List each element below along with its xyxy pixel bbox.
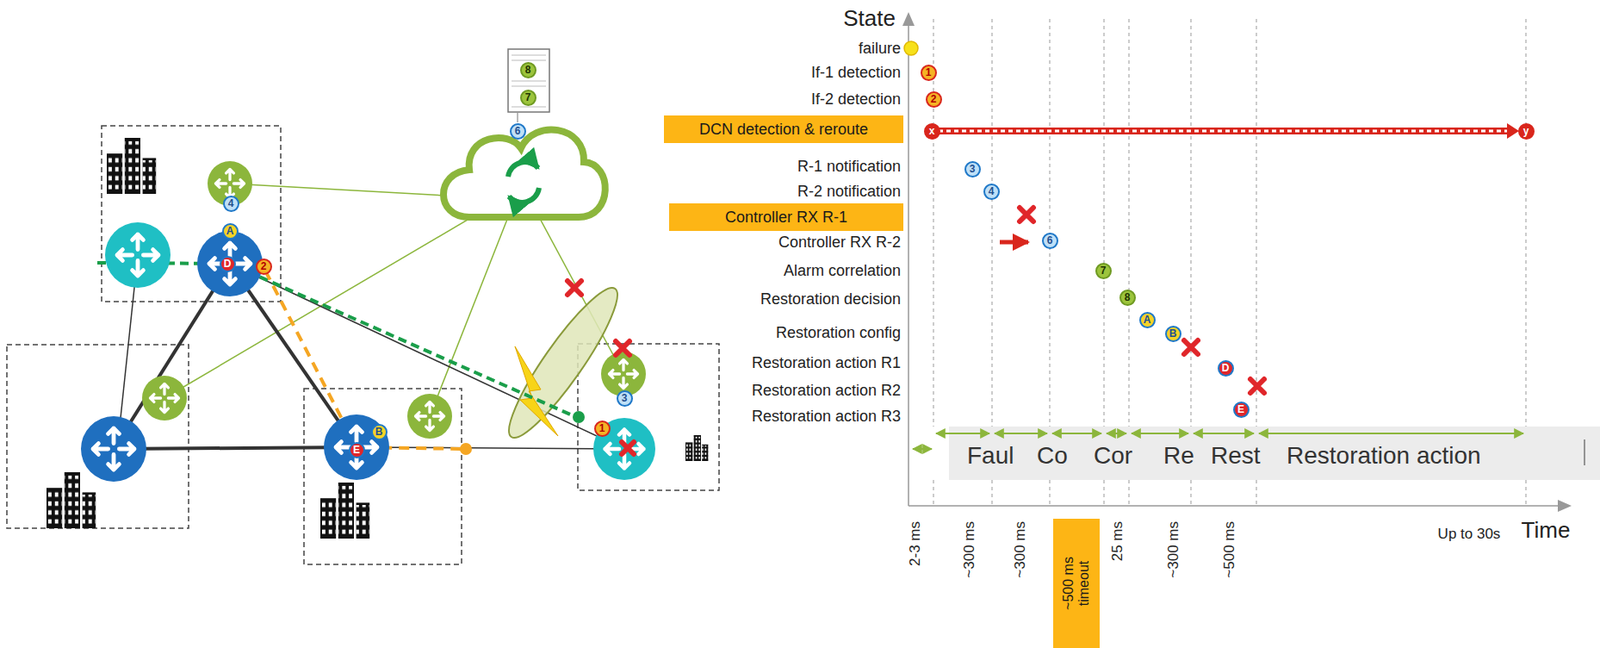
callout-text: 2	[930, 93, 937, 106]
state-label: Restoration config	[775, 323, 901, 342]
callout-number: 4	[983, 183, 1000, 200]
callout-text: 8	[525, 63, 532, 76]
highlight-box: DCN detection & reroute	[663, 115, 904, 143]
callout-number: B	[371, 423, 388, 441]
axis-label: Up to 30s	[1438, 525, 1501, 543]
callout-text: E	[1237, 403, 1245, 416]
callout-text: 6	[1047, 234, 1054, 247]
callout-text: 4	[988, 185, 995, 198]
duration-label: 25 ms	[1109, 520, 1127, 561]
callout-number: 2	[925, 91, 943, 108]
callout-number: 3	[964, 161, 981, 178]
duration-label: 2-3 ms	[906, 520, 925, 566]
callout-number: A	[1139, 311, 1156, 329]
callout-number: D	[1217, 359, 1235, 377]
node-text: Rest	[1210, 442, 1261, 470]
callout-number: 6	[509, 123, 527, 140]
callout-number: 3	[616, 390, 633, 407]
node-text: DCN detection & reroute	[699, 120, 869, 139]
callout-number: 7	[520, 89, 537, 106]
state-label: Restoration action R1	[751, 353, 901, 373]
callout-text: E	[353, 443, 360, 456]
callout-text: B	[375, 425, 384, 438]
state-label: State	[843, 6, 896, 32]
callout-text: A	[1143, 313, 1152, 326]
duration-label: ~300 ms	[961, 520, 979, 578]
callout-text: 8	[1124, 291, 1131, 304]
callout-number: D	[219, 255, 236, 273]
callout-text: 3	[969, 162, 976, 175]
callout-text: 7	[525, 91, 532, 104]
callout-number: x	[924, 123, 941, 140]
callout-number: E	[1233, 401, 1250, 418]
callout-number: A	[222, 223, 239, 240]
state-label: If-2 detection	[811, 90, 901, 109]
callout-text: y	[1523, 124, 1530, 137]
phase-band: Faul Co Cor Re Rest Restoration action	[948, 426, 1600, 480]
callout-text: 7	[1100, 264, 1107, 277]
state-label: If-1 detection	[811, 63, 901, 82]
callout-number: 6	[1041, 232, 1059, 249]
callout-text: B	[1169, 327, 1178, 340]
callout-number: B	[1165, 325, 1182, 342]
node-text: ~500 ms timeout	[1060, 539, 1093, 627]
callout-text: D	[1221, 361, 1230, 374]
state-label: R-1 notification	[797, 157, 901, 176]
timeout-box: ~500 ms timeout	[1053, 518, 1100, 648]
callout-text: 3	[621, 391, 628, 404]
callout-number: E	[348, 441, 366, 459]
node-text: Controller RX R-1	[725, 208, 848, 227]
node-text: Faul	[967, 442, 1014, 470]
callout-number: 1	[920, 64, 937, 81]
state-label: Controller RX R-2	[778, 233, 901, 252]
node-text: Restoration action	[1286, 442, 1482, 470]
callout-number: 7	[1095, 262, 1112, 280]
state-label: Restoration decision	[760, 290, 901, 309]
callout-text: 2	[260, 260, 267, 273]
callout-text: D	[223, 257, 232, 270]
node-text: Co	[1036, 442, 1068, 470]
node-text: Re	[1163, 442, 1195, 470]
duration-label: ~300 ms	[1165, 520, 1183, 578]
node-text: Cor	[1093, 442, 1133, 470]
callout-number: y	[1518, 123, 1535, 140]
callout-number: 8	[520, 62, 537, 79]
callout-text: 1	[599, 421, 606, 435]
state-label: Restoration action R3	[751, 407, 901, 426]
callout-text: 6	[514, 124, 521, 137]
callout-text: A	[226, 224, 235, 237]
highlight-box: Controller RX R-1	[669, 203, 904, 231]
axis-label: Time	[1521, 517, 1571, 544]
state-label: Alarm correlation	[783, 261, 901, 280]
callout-number: 1	[594, 420, 611, 437]
state-label: Restoration action R2	[751, 381, 901, 400]
callout-text: 1	[925, 66, 932, 79]
callout-number: 4	[223, 195, 240, 212]
callout-number: 8	[1119, 289, 1136, 306]
callout-number: 2	[255, 258, 273, 275]
duration-label: ~300 ms	[1011, 520, 1030, 578]
callout-text: 4	[228, 197, 235, 210]
state-label: R-2 notification	[797, 182, 901, 201]
duration-label: ~500 ms	[1221, 520, 1239, 578]
callout-text: x	[929, 124, 936, 137]
state-label: failure	[858, 39, 901, 58]
